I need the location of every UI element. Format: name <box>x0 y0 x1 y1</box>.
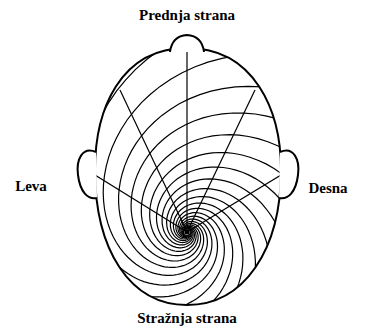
head-outline <box>95 48 281 305</box>
hair-spiral <box>0 114 233 330</box>
hair-spiral <box>0 197 255 331</box>
hair-whorl <box>0 5 372 331</box>
nose <box>170 35 204 52</box>
hair-spiral <box>141 135 372 331</box>
left-ear <box>78 151 97 199</box>
hair-spiral <box>103 54 338 276</box>
parting-line <box>186 48 187 232</box>
direction-label: Leva <box>15 178 47 195</box>
direction-label: Desna <box>308 180 347 197</box>
whorl-center <box>185 230 190 235</box>
right-ear <box>279 151 298 199</box>
hair-spiral <box>34 41 225 312</box>
hair-spiral <box>36 189 271 331</box>
hair-line <box>120 90 187 232</box>
direction-label: Stražnja strana <box>137 310 237 327</box>
direction-label: Prednja strana <box>139 7 235 24</box>
